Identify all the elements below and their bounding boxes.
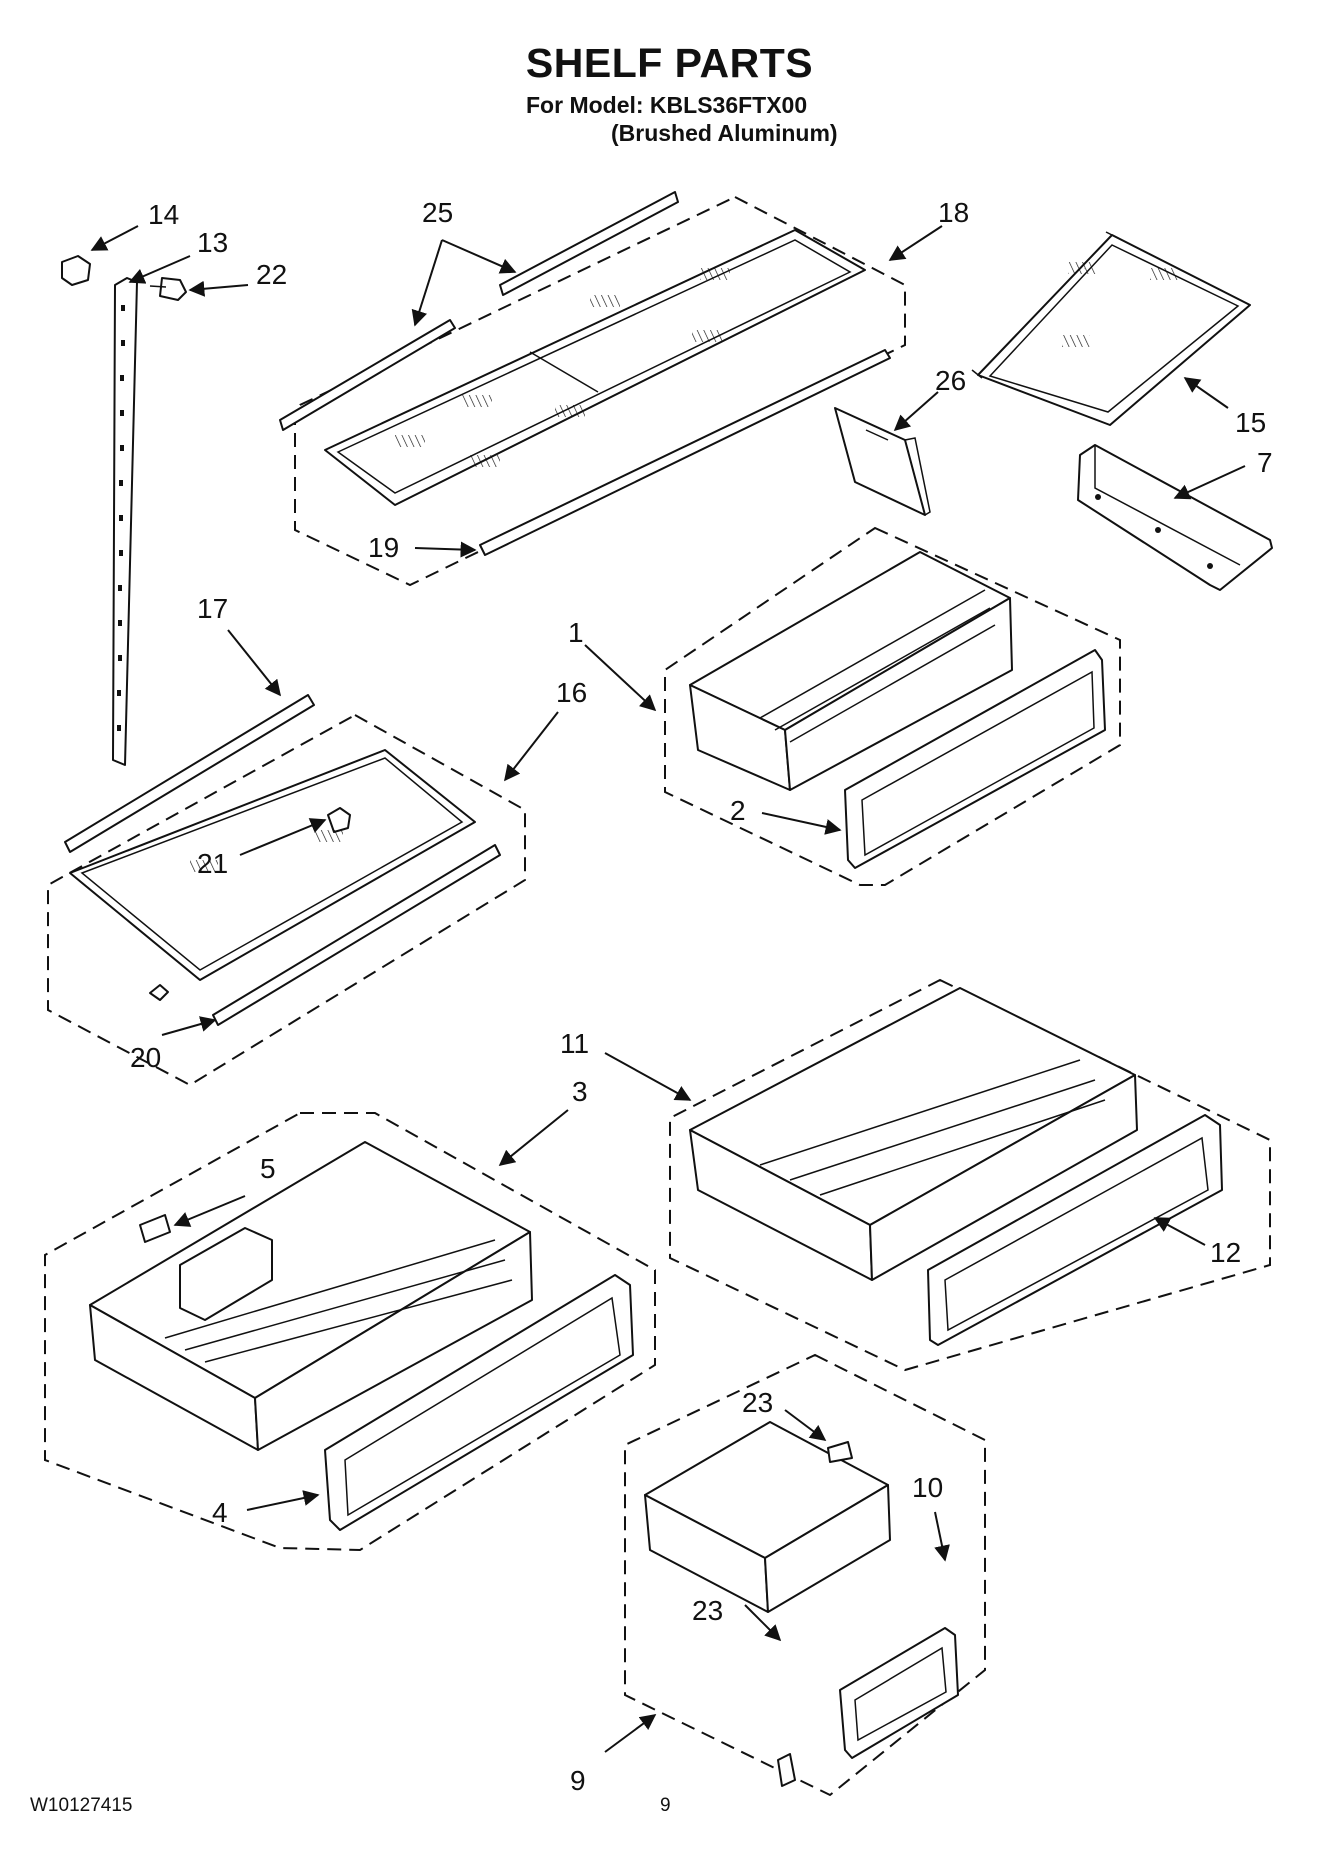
callout-23-bottom: 23: [692, 1595, 723, 1626]
callout-10: 10: [912, 1472, 943, 1503]
page-number: 9: [660, 1795, 671, 1816]
callout-15: 15: [1235, 407, 1266, 438]
callout-20: 20: [130, 1042, 161, 1073]
callout-4: 4: [212, 1497, 228, 1528]
callout-26: 26: [935, 365, 966, 396]
upper-shelf-frame: [324, 229, 866, 506]
callout-2: 2: [730, 795, 746, 826]
drawer-1-group: [664, 526, 1121, 886]
drawer-3-group: [44, 1112, 656, 1552]
callout-17: 17: [197, 593, 228, 624]
shelf-trim-25-left: [279, 319, 456, 431]
drawer-11-group: [669, 978, 1271, 1372]
callout-23-top: 23: [742, 1387, 773, 1418]
document-number: W10127415: [30, 1795, 133, 1816]
pilaster-screw: [159, 277, 187, 301]
pilaster-rail: [112, 277, 138, 766]
model-line: For Model: KBLS36FTX00: [526, 92, 808, 118]
callout-12: 12: [1210, 1237, 1241, 1268]
callout-25: 25: [422, 197, 453, 228]
upper-shelf-group-outline: [294, 195, 906, 587]
callout-5: 5: [260, 1153, 276, 1184]
callout-18: 18: [938, 197, 969, 228]
leader-arrows: [90, 225, 1246, 1753]
small-shelf-15: [971, 231, 1251, 426]
callout-7: 7: [1257, 447, 1273, 478]
callout-21: 21: [197, 848, 228, 879]
callout-3: 3: [572, 1076, 588, 1107]
left-shelf-group: [47, 694, 526, 1087]
shelf-trim-25-right: [499, 191, 679, 296]
callout-11: 11: [560, 1028, 589, 1059]
glass-marks-18: [395, 268, 730, 467]
callout-19: 19: [368, 532, 399, 563]
divider-26: [834, 407, 931, 516]
pilaster-cap: [61, 255, 91, 286]
callout-14: 14: [148, 199, 179, 230]
finish-line: (Brushed Aluminum): [611, 120, 838, 146]
callout-9: 9: [570, 1765, 586, 1796]
pilaster-assembly: [61, 255, 187, 766]
callout-1: 1: [568, 617, 584, 648]
shelf-trim-19: [479, 349, 891, 556]
callout-labels: 14 13 22 25 18 26 15 7 19 17 1 16 2 21 2…: [130, 197, 1273, 1796]
upper-shelf-group: [279, 191, 906, 587]
callout-22: 22: [256, 259, 287, 290]
callout-16: 16: [556, 677, 587, 708]
bracket-7: [1077, 444, 1273, 591]
drawer-9-group: [624, 1353, 986, 1797]
callout-13: 13: [197, 227, 228, 258]
page-title: SHELF PARTS: [525, 40, 814, 86]
